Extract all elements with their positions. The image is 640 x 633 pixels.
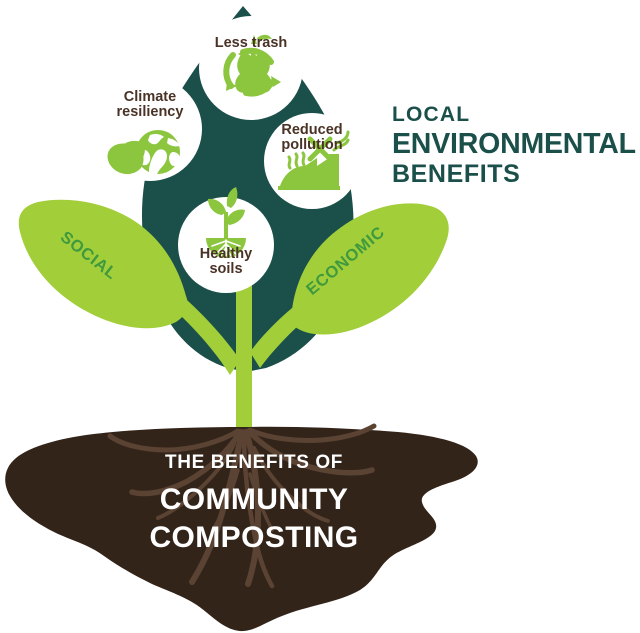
- soil-title-line-3: COMPOSTING: [149, 521, 359, 554]
- benefit-circle-healthy-soils[interactable]: [178, 187, 274, 293]
- right-leaf-economic: [290, 203, 449, 335]
- headline-line-benefits: BENEFITS: [392, 160, 521, 189]
- soil-title-line-2: COMMUNITY: [159, 483, 349, 516]
- benefit-circle-less-trash[interactable]: [199, 16, 303, 120]
- label-climate-resiliency: Climate resiliency: [116, 89, 184, 120]
- soil-title-block: THE BENEFITS OF COMMUNITY COMPOSTING: [104, 452, 404, 555]
- label-less-trash: Less trash: [214, 35, 288, 51]
- soil-title-line-1: THE BENEFITS OF: [165, 452, 343, 473]
- seedling-roots-icon: [206, 187, 246, 258]
- headline-line-environmental: ENVIRONMENTAL: [392, 127, 636, 160]
- headline-block: LOCAL ENVIRONMENTAL BENEFITS: [392, 103, 640, 189]
- recycling-apple-core-icon: [235, 34, 272, 94]
- root-system: [107, 423, 377, 589]
- soil-mound: [5, 426, 478, 632]
- headline-line-local: LOCAL: [392, 103, 471, 126]
- label-healthy-soils: Healthy soils: [199, 246, 253, 277]
- benefit-circle-reduced-pollution[interactable]: [264, 113, 360, 209]
- benefit-circle-climate-resiliency[interactable]: [98, 77, 202, 181]
- leaf-accent-icon: [107, 140, 145, 175]
- factory-no-smoke-icon: [278, 130, 350, 190]
- left-leaf-social: [18, 199, 188, 329]
- label-reduced-pollution: Reduced pollution: [281, 122, 343, 153]
